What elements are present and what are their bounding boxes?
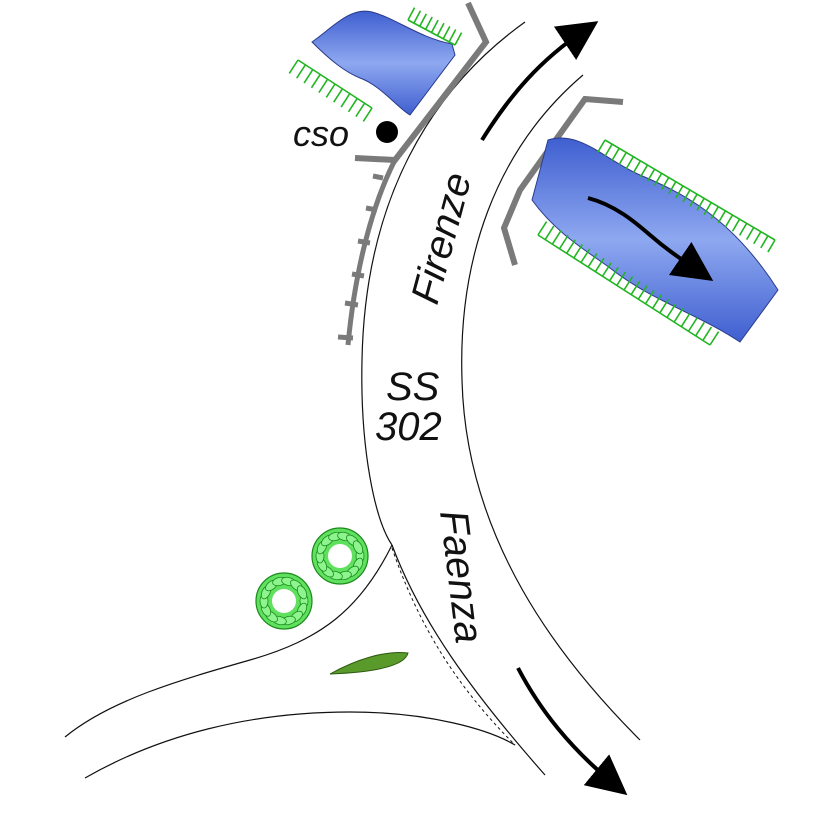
arrow-to-faenza xyxy=(516,667,628,796)
tree-leaf xyxy=(296,585,308,600)
side-road xyxy=(64,544,516,779)
traffic-island xyxy=(329,651,409,675)
grass-fringe xyxy=(407,7,463,46)
road-right-inner-edge xyxy=(391,544,546,776)
dot-marker-icon xyxy=(376,121,398,143)
tree-icon xyxy=(255,572,313,630)
junction-dashed-line xyxy=(391,547,516,746)
direction-label-faenza: Faenza xyxy=(431,508,491,646)
road-right-edge xyxy=(461,74,641,741)
road-name-label: SS xyxy=(386,365,440,409)
side-road-upper-edge xyxy=(64,544,393,738)
grass-fringe xyxy=(537,221,720,346)
tree-icon xyxy=(311,527,369,585)
bridge-left-railing xyxy=(337,1,490,346)
direction-label-firenze: Firenze xyxy=(403,168,480,308)
grass-fringe xyxy=(288,59,373,122)
vegetation-fringe xyxy=(288,7,776,346)
river-upstream xyxy=(311,10,456,116)
river-flow-arrow xyxy=(587,196,714,281)
bridge-right-railing xyxy=(500,95,624,266)
tree-leaf xyxy=(352,540,364,555)
cso-label: cso xyxy=(293,113,349,154)
grass-fringe xyxy=(597,139,776,253)
side-road-lower-edge xyxy=(84,711,516,779)
arrow-to-firenze xyxy=(480,21,599,142)
road-number-label: 302 xyxy=(375,405,442,449)
